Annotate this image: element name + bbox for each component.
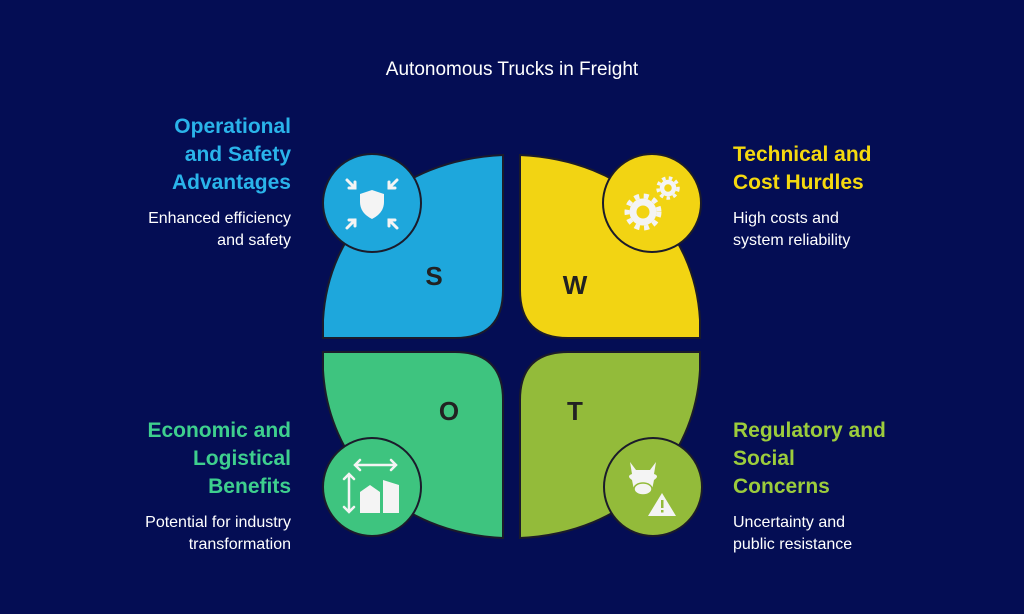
weaknesses-description: High costs and system reliability <box>733 210 851 249</box>
quadrant-t <box>519 351 701 540</box>
circle-t <box>603 437 703 537</box>
opportunities-description: Potential for industry transformation <box>145 514 291 553</box>
weaknesses-text: Technical and Cost Hurdles High costs an… <box>733 141 993 252</box>
shield-arrows-icon <box>345 178 399 230</box>
opportunities-text: Economic and Logistical Benefits Potenti… <box>31 417 291 556</box>
letter-o: O <box>439 396 459 426</box>
gears-icon <box>624 176 680 231</box>
letter-w: W <box>563 270 588 300</box>
letter-t: T <box>567 396 583 426</box>
buildings-arrows-icon <box>342 458 399 514</box>
quadrant-s <box>322 153 504 339</box>
strengths-description: Enhanced efficiency and safety <box>148 210 291 249</box>
strengths-text: Operational and Safety Advantages Enhanc… <box>31 113 291 252</box>
quadrant-w <box>519 153 701 339</box>
strengths-heading: Operational and Safety Advantages <box>171 115 291 194</box>
quadrant-o <box>322 351 504 540</box>
diagram-title: Autonomous Trucks in Freight <box>385 59 639 80</box>
weaknesses-heading: Technical and Cost Hurdles <box>733 143 872 194</box>
threats-text: Regulatory and Social Concerns Uncertain… <box>733 417 993 556</box>
cow-warning-icon <box>629 462 676 516</box>
threats-heading: Regulatory and Social Concerns <box>733 419 886 498</box>
opportunities-heading: Economic and Logistical Benefits <box>147 419 291 498</box>
threats-description: Uncertainty and public resistance <box>733 514 853 553</box>
letter-s: S <box>425 261 442 291</box>
